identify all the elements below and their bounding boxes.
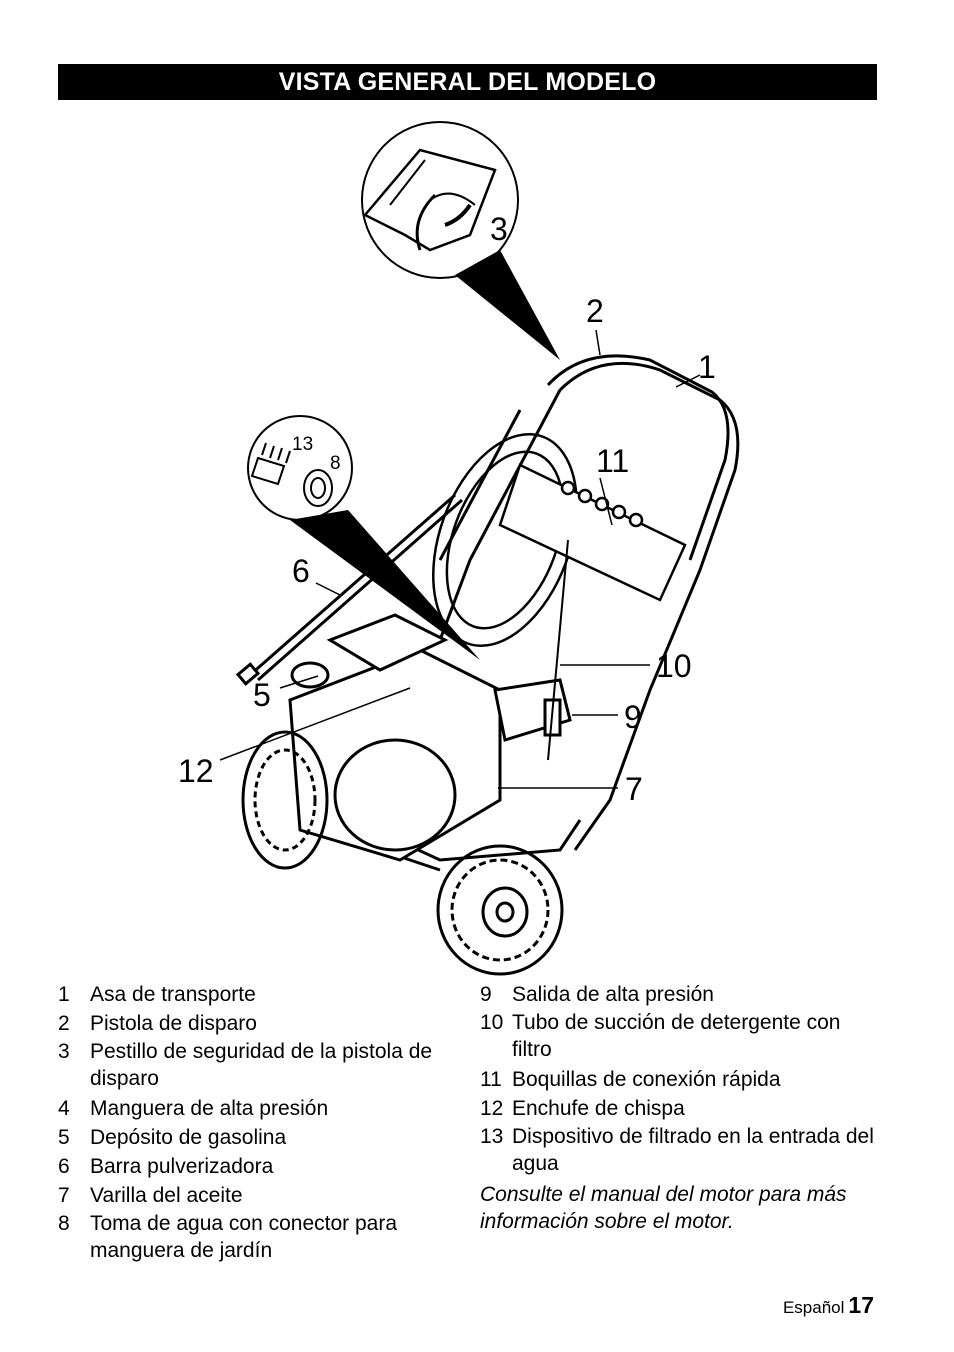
page-number: 17 xyxy=(848,1292,874,1318)
callout-7: 7 xyxy=(625,771,643,807)
wheel-left xyxy=(241,730,329,870)
callout-9: 9 xyxy=(624,699,642,735)
spray-wand xyxy=(235,493,463,686)
wheel-right xyxy=(436,844,564,976)
callout-13: 13 xyxy=(292,434,313,455)
inlet-detail xyxy=(247,415,353,521)
engine-manual-note: Consulte el manual del motor para más in… xyxy=(480,1183,847,1233)
callout-5: 5 xyxy=(253,677,271,713)
suction-tube xyxy=(547,539,569,761)
nozzle-panel xyxy=(498,463,687,602)
callout-2: 2 xyxy=(586,293,604,329)
detail-pointer-left xyxy=(290,510,480,660)
footer-language: Español xyxy=(782,1298,845,1317)
callout-3: 3 xyxy=(490,211,508,247)
leader-lines xyxy=(219,329,701,789)
callout-8: 8 xyxy=(330,453,341,474)
callout-1: 1 xyxy=(698,349,716,385)
engine xyxy=(288,613,572,862)
pressure-washer-diagram: 1 2 3 5 6 7 8 9 10 11 12 13 xyxy=(0,110,954,980)
callout-6: 6 xyxy=(292,553,310,589)
callout-11: 11 xyxy=(596,443,629,479)
trigger-latch-detail xyxy=(361,121,519,279)
callout-12: 12 xyxy=(178,753,214,789)
callout-10: 10 xyxy=(656,648,692,684)
detail-pointer-top xyxy=(455,250,560,360)
page-title: VISTA GENERAL DEL MODELO xyxy=(58,64,877,100)
